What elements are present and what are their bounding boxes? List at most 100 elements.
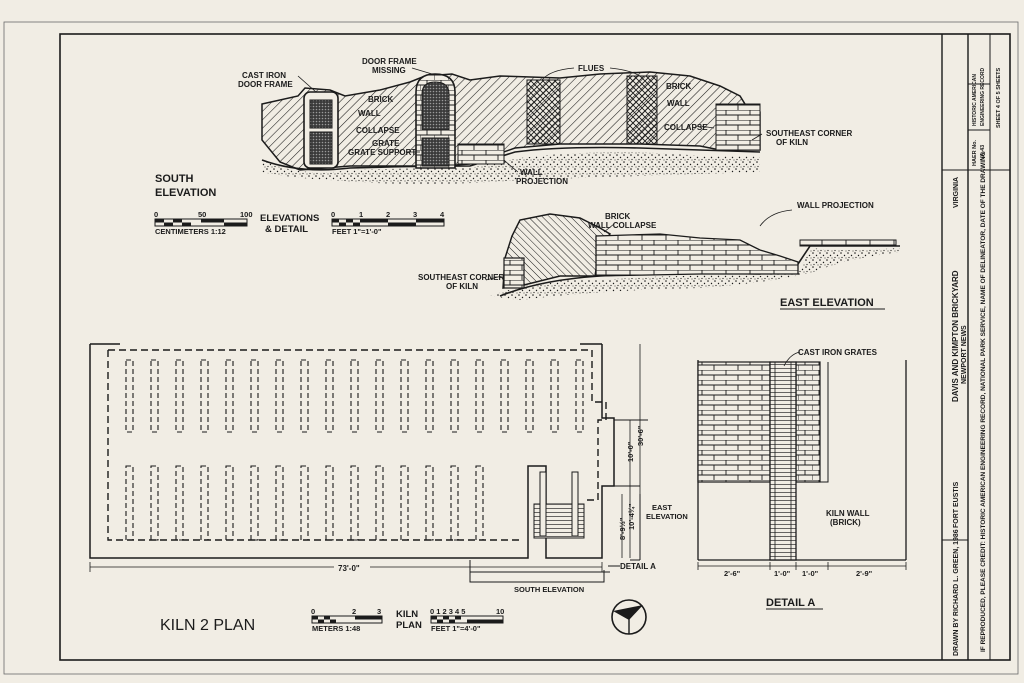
flue-slot	[175, 465, 184, 541]
agency-2: ENGINEERING RECORD	[980, 68, 986, 126]
kiln-plan: SOUTH ELEVATION DETAIL A EAST ELEVATION …	[89, 343, 688, 634]
flue-slot	[575, 359, 584, 433]
east-brick-wall	[595, 233, 799, 277]
plan-scale-title-2: PLAN	[396, 620, 422, 631]
plan-ft-scale-bar	[430, 615, 504, 624]
east-label-brick: BRICK	[605, 212, 631, 221]
flue-slot	[450, 465, 459, 541]
flue-slot	[300, 359, 309, 433]
plan-firebox-right	[571, 471, 579, 537]
detail-label-kiln-wall-1: KILN WALL	[826, 509, 870, 518]
east-elevation-title: EAST ELEVATION	[780, 297, 874, 309]
detail-brick-right	[795, 361, 821, 483]
flue-slot	[375, 465, 384, 541]
ft-tick-2: 2	[386, 210, 390, 219]
survey-no-1: HAER No.	[972, 140, 978, 166]
flue-slot	[275, 465, 284, 541]
plan-scale-title-1: KILN	[396, 609, 418, 620]
detail-a: CAST IRON GRATES KILN WALL (BRICK) 2'-6"…	[697, 348, 907, 610]
flue-slot	[125, 359, 134, 433]
south-elevation: CAST IRON DOOR FRAME DOOR FRAME MISSING …	[155, 57, 852, 199]
project-name: DAVIS AND KIMPTON BRICKYARD	[951, 270, 960, 402]
leader-se-corner	[751, 133, 763, 141]
east-label-wall-collapse: WALL COLLAPSE	[588, 221, 657, 230]
detail-wall-edge	[820, 362, 829, 483]
m-tick-0: 0	[311, 607, 315, 616]
label-se-corner-1: SOUTHEAST CORNER	[766, 129, 852, 138]
label-door-frame-missing-1: DOOR FRAME	[362, 57, 417, 66]
leader-east-brick	[603, 223, 615, 233]
ft-scale-bar	[331, 218, 445, 227]
east-label-se-corner-2: OF KILN	[446, 282, 478, 291]
flue-slot	[350, 359, 359, 433]
door-opening-upper	[309, 99, 333, 129]
ft-scale-label: FEET 1"=1'-0"	[332, 227, 382, 236]
title-block: DRAWN BY RICHARD L. GREEN, 1986 IF REPRO…	[941, 34, 1010, 660]
leader-door-missing	[411, 67, 433, 75]
plan-ft-ticks-a: 0 1 2 3 4 5	[430, 607, 465, 616]
cm-tick-100: 100	[240, 210, 253, 219]
leader-cast-iron	[297, 75, 317, 93]
state: VIRGINIA	[953, 177, 960, 208]
flue-slot	[475, 359, 484, 433]
leader-wall-projection	[503, 159, 519, 173]
flue-slot	[200, 359, 209, 433]
flue-slot	[300, 465, 309, 541]
detail-grates	[769, 361, 797, 561]
label-flues: FLUES	[578, 64, 605, 73]
plan-dim-8ft: 8'-9½"	[618, 517, 627, 540]
grate-opening	[421, 137, 450, 167]
flue-right	[626, 75, 658, 145]
plan-firebox-left	[539, 471, 547, 537]
plan-label-detail-a: DETAIL A	[620, 562, 656, 571]
elevation-scales: 0 50 100 CENTIMETERS 1:12 ELEVATIONS & D…	[154, 210, 445, 236]
east-wall-mass	[502, 213, 612, 289]
flue-slot	[125, 465, 134, 541]
flue-slot	[275, 359, 284, 433]
east-wall-projection	[799, 239, 897, 247]
project-city: NEWPORT NEWS	[961, 325, 968, 384]
flue-slot	[225, 359, 234, 433]
flue-slot	[175, 359, 184, 433]
ground-texture	[262, 152, 760, 184]
north-arrow	[611, 599, 647, 635]
kiln-plan-title: KILN 2 PLAN	[160, 617, 255, 634]
label-wall-1: WALL	[358, 109, 381, 118]
elevations-scale-title-2: & DETAIL	[265, 224, 308, 235]
label-brick-2: BRICK	[666, 82, 692, 91]
south-elevation-title-1: SOUTH	[155, 173, 194, 185]
leader-cast-iron-grates	[783, 351, 801, 367]
flue-slot	[425, 465, 434, 541]
east-ground-texture	[490, 248, 900, 300]
plan-ft-scale-label: FEET 1"=4'-0"	[431, 624, 481, 633]
leader-east-se-corner	[485, 275, 503, 281]
cm-tick-0: 0	[154, 210, 158, 219]
wall-projection	[457, 143, 505, 165]
cm-tick-50: 50	[198, 210, 206, 219]
flue-slot	[325, 465, 334, 541]
flue-slot	[500, 359, 509, 433]
label-door-frame-missing-2: MISSING	[372, 66, 406, 75]
leader-collapse-right	[699, 125, 715, 129]
east-elevation-cut-line	[614, 419, 648, 561]
door-opening-lower	[309, 131, 333, 165]
detail-label-grates: CAST IRON GRATES	[798, 348, 878, 357]
flue-slot	[150, 465, 159, 541]
ft-tick-4: 4	[440, 210, 445, 219]
plan-label-south-elevation: SOUTH ELEVATION	[514, 585, 584, 594]
flue-left	[526, 79, 561, 145]
label-brick-1: BRICK	[368, 95, 394, 104]
kiln-inner-outline-top	[108, 349, 607, 501]
ground-line	[261, 146, 761, 171]
detail-dim-4: 2'-9"	[856, 569, 873, 578]
leader-flues	[541, 67, 641, 81]
flue-slot	[225, 465, 234, 541]
cm-scale-bar	[154, 218, 248, 227]
plan-dim-10ft: 10'-0"	[626, 441, 635, 462]
plan-label-east-2: ELEVATION	[646, 512, 688, 521]
flue-slot	[375, 359, 384, 433]
label-wall-2: WALL	[667, 99, 690, 108]
kiln-outer-wall	[89, 344, 615, 559]
plan-ft-ticks-b: 10	[496, 607, 504, 616]
east-elevation: BRICK WALL COLLAPSE WALL PROJECTION SOUT…	[418, 201, 900, 310]
